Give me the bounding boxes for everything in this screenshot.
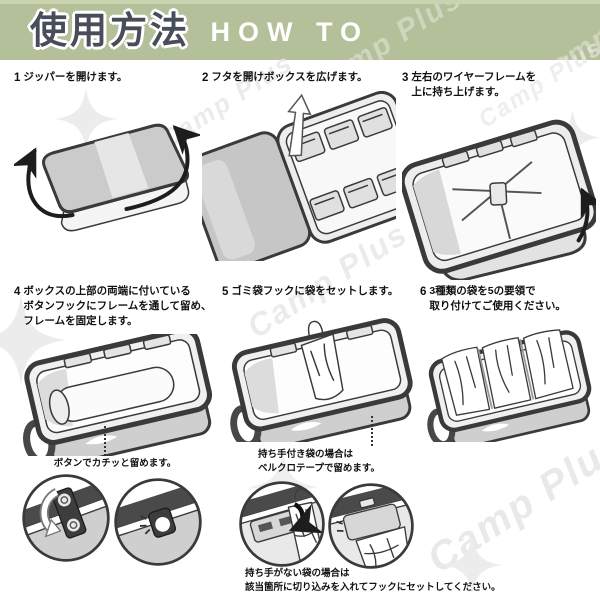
closed-box-unzip-illustration — [14, 123, 200, 232]
step-text: ゴミ袋フックに袋をセットします。 — [231, 285, 399, 297]
box-with-bag-illustration — [230, 317, 413, 442]
watermark-text: Camp Plus — [419, 422, 600, 582]
no-handle-note: 持ち手がない袋の場合は 該当箇所に切り込みを入れてフックにセットしてください。 — [245, 568, 501, 593]
step-6-label: 6 3種類の袋を5の要領で 取り付けてご使用ください。 — [420, 284, 596, 314]
step-5: 5 ゴミ袋フックに袋をセットします。 — [222, 284, 418, 442]
step-3-label: 3 左右のワイヤーフレームを 上に持ち上げます。 — [402, 70, 596, 100]
step-text: 3種類の袋を5の要領で 取り付けてご使用ください。 — [429, 285, 566, 313]
step-5-label: 5 ゴミ袋フックに袋をセットします。 — [222, 284, 418, 301]
step-2-label: 2 フタを開けボックスを広げます。 — [202, 70, 396, 87]
button-snapped-detail — [114, 478, 202, 566]
step-number: 5 — [222, 286, 229, 298]
velcro-fold-detail — [239, 481, 325, 567]
step-number: 2 — [202, 72, 209, 84]
step-number: 4 — [14, 286, 21, 298]
step-1-label: 1 ジッパーを開けます。 — [14, 70, 200, 87]
handle-bag-caption: 持ち手付き袋の場合は ベルクロテープで留めます。 — [258, 449, 380, 474]
step-number: 6 — [420, 286, 427, 298]
page-title: 使用方法 — [30, 10, 190, 51]
open-lid-box-illustration — [202, 90, 396, 261]
header-banner: Camp Plus Camp Plus 使用方法 HOW TO — [0, 0, 600, 60]
button-caption: ボタンでカチッと留めます。 — [53, 458, 177, 469]
box-with-three-bags-illustration — [427, 329, 592, 443]
page-subtitle: HOW TO — [210, 17, 369, 47]
step-4-label: 4 ボックスの上部の両端に付いている ボタンフックにフレームを通して留め、 フレ… — [14, 284, 219, 330]
step-text: フタを開けボックスを広げます。 — [211, 71, 368, 83]
watermark-text: Camp Plus — [525, 4, 600, 60]
wire-frame-lift-illustration — [402, 120, 596, 281]
assembled-box-illustration — [23, 333, 213, 456]
step-6: 6 3種類の袋を5の要領で 取り付けてご使用ください。 — [420, 284, 596, 443]
step-text: ボックスの上部の両端に付いている ボタンフックにフレームを通して留め、 フレーム… — [23, 285, 212, 328]
button-strap-fold-detail — [22, 474, 110, 562]
step-2: 2 フタを開けボックスを広げます。 — [202, 70, 396, 261]
step-1: 1 ジッパーを開けます。 — [14, 70, 200, 243]
velcro-fastened-detail — [328, 483, 414, 569]
dotted-connector — [371, 416, 373, 446]
step-3: 3 左右のワイヤーフレームを 上に持ち上げます。 — [402, 70, 596, 281]
step-number: 3 — [402, 72, 409, 84]
step-text: ジッパーを開けます。 — [23, 71, 128, 83]
dotted-connector — [104, 426, 106, 456]
step-4: 4 ボックスの上部の両端に付いている ボタンフックにフレームを通して留め、 フレ… — [14, 284, 219, 456]
step-number: 1 — [14, 72, 21, 84]
step-text: 左右のワイヤーフレームを 上に持ち上げます。 — [411, 71, 537, 99]
